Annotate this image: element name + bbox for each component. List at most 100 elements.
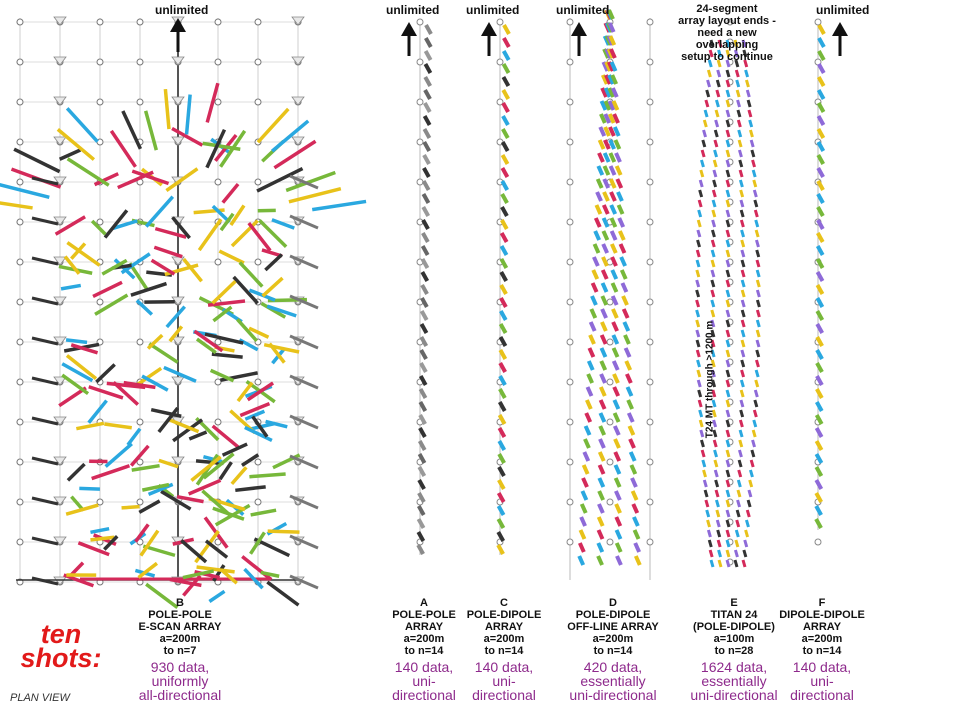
stub-segment [289, 214, 319, 230]
array-c-segment [497, 453, 506, 464]
array-d-segment [614, 503, 622, 514]
array-e-segment [699, 169, 705, 178]
array-a-segment [421, 180, 431, 191]
array-e-segment [713, 469, 719, 478]
array-d-electrode [646, 178, 654, 186]
array-d-segment [613, 139, 622, 150]
array-c-id: C [500, 597, 508, 609]
array-c-segment [500, 219, 509, 230]
escan-segment [193, 329, 224, 353]
array-f-segment [814, 440, 824, 451]
array-e-electrode [726, 18, 734, 26]
array-e-segment [716, 539, 722, 548]
array-d-segment [603, 113, 612, 124]
array-e-segment [725, 489, 731, 498]
array-e-segment [715, 519, 721, 528]
escan-segment [121, 504, 140, 510]
array-f-segment [814, 453, 824, 464]
array-d-segment [597, 139, 606, 150]
array-d-segment [608, 152, 617, 163]
array-e-segment [709, 559, 715, 568]
station-marker [53, 456, 67, 466]
array-e-segment [745, 89, 751, 98]
stub-segment [31, 456, 59, 466]
array-e-segment [735, 79, 741, 88]
array-d-segment [588, 321, 597, 332]
array-f-name: DIPOLE-DIPOLE ARRAY [779, 609, 865, 633]
escan-segment [187, 478, 222, 496]
stub-segment [31, 416, 59, 426]
array-e-segment [710, 349, 716, 358]
array-f-segment [815, 336, 824, 347]
array-e-segment [749, 129, 754, 138]
array-a-segment [418, 401, 428, 412]
fan-segment [0, 183, 50, 200]
array-d-segment [624, 360, 633, 371]
array-e-segment [744, 529, 750, 538]
array-f-segment [816, 193, 825, 204]
array-d-segment [597, 503, 605, 514]
array-e-segment [739, 379, 745, 388]
array-f-segment [814, 479, 824, 490]
array-d-electrode [566, 298, 574, 306]
array-e-segment [713, 149, 719, 158]
array-f-segment [815, 323, 824, 334]
array-d-segment [600, 308, 608, 319]
unlimited-label-d: unlimited [556, 3, 610, 17]
escan-segment [141, 482, 170, 492]
array-e-segment [703, 489, 709, 498]
fan-segment [285, 170, 336, 193]
escan-segment [218, 461, 233, 481]
array-e-segment [752, 419, 758, 428]
array-d-segment [610, 282, 619, 293]
array-e-segment [740, 369, 746, 378]
array-a-segment [421, 193, 431, 204]
stub-segment [31, 496, 59, 506]
array-a-segment [418, 427, 427, 438]
array-e-segment [755, 299, 761, 308]
array-d-segment [598, 126, 607, 137]
escan-segment [209, 368, 235, 383]
unlimited-label-f: unlimited [816, 3, 870, 17]
station-marker [291, 56, 305, 66]
escan-segment [250, 508, 277, 517]
array-a-params: a=200m to n=14 [403, 633, 445, 657]
electrode-node [16, 498, 24, 506]
array-a-segment [421, 232, 430, 243]
array-b-name: POLE-POLE E-SCAN ARRAY [138, 609, 222, 633]
escan-segment [211, 279, 237, 305]
escan-segment [150, 258, 176, 276]
array-d-segment [607, 61, 615, 72]
electrode-node [16, 138, 24, 146]
array-d-segment [599, 113, 607, 124]
array-e-segment [738, 179, 744, 188]
array-a-segment [418, 375, 428, 386]
array-d-segment [579, 516, 587, 527]
array-e-segment [741, 559, 747, 568]
array-e-segment [725, 439, 731, 448]
array-d-segment [599, 360, 608, 371]
escan-segment [163, 365, 197, 383]
array-d-segment [633, 555, 642, 566]
array-e-segment [754, 379, 760, 388]
array-a-id: A [420, 597, 428, 609]
array-d-electrode [606, 538, 614, 546]
station-marker [171, 256, 185, 266]
array-b-label: B POLE-POLE E-SCAN ARRAY a=200m to n=7 9… [110, 597, 250, 702]
array-e-segment [725, 509, 731, 518]
station-marker [53, 336, 67, 346]
array-d-segment [586, 373, 594, 384]
array-c-segment [498, 362, 507, 373]
array-d-segment [607, 9, 615, 20]
array-d-segment [611, 308, 619, 319]
array-e-segment [725, 59, 731, 68]
array-d-segment [608, 178, 617, 189]
array-c-segment [499, 310, 508, 321]
array-d-segment [611, 334, 620, 345]
array-e-segment [717, 549, 723, 558]
array-e-segment [746, 499, 752, 508]
escan-segment [172, 418, 204, 443]
array-f-segment [817, 37, 826, 48]
array-d-count: 420 data, essentially uni-directional [569, 659, 657, 703]
array-e-segment [709, 39, 715, 48]
